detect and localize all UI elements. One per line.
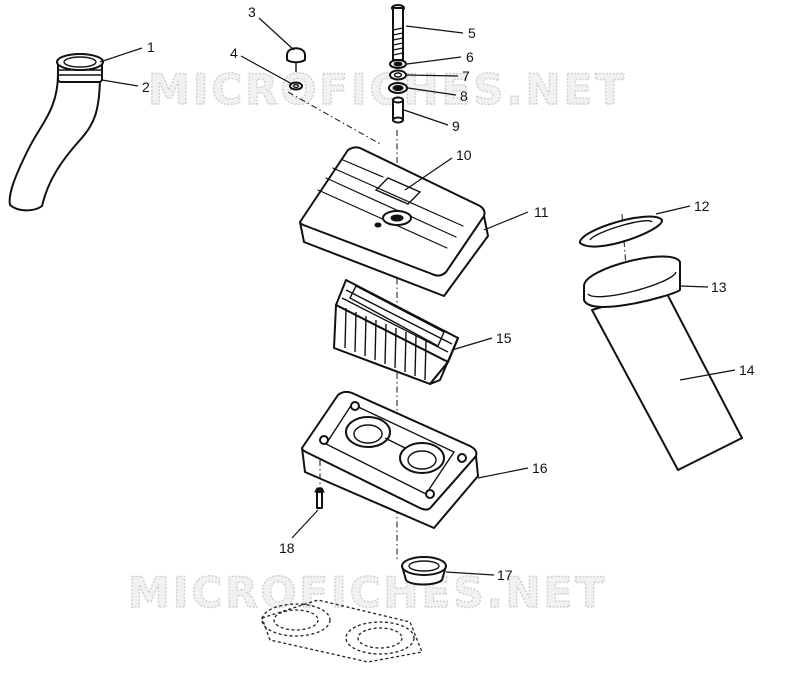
callout-1: 1 [147, 39, 155, 55]
spacer [392, 96, 404, 124]
filter-element [333, 279, 459, 385]
seal-ring [401, 556, 447, 586]
knob [286, 47, 306, 72]
washer-small [289, 81, 303, 91]
callout-11: 11 [534, 204, 549, 220]
callout-9: 9 [452, 118, 460, 134]
callout-13: 13 [711, 279, 727, 295]
centerline-cover-left [287, 91, 383, 146]
callout-10: 10 [456, 147, 472, 163]
callout-8: 8 [460, 88, 468, 104]
airbox-base [301, 390, 479, 529]
grommet-8 [388, 82, 408, 94]
watermark-top: MICROFICHES.NET [148, 65, 627, 114]
callout-3: 3 [248, 4, 256, 20]
washer-7 [389, 69, 407, 81]
callout-2: 2 [142, 79, 150, 95]
washer-6 [389, 59, 407, 69]
callout-4: 4 [230, 45, 238, 61]
phantom-reed-assembly [261, 599, 423, 663]
callout-17: 17 [497, 567, 513, 583]
callout-18: 18 [279, 540, 295, 556]
callout-6: 6 [466, 49, 474, 65]
callout-14: 14 [739, 362, 755, 378]
watermark-bottom: MICROFICHES.NET [128, 568, 607, 617]
intake-hose [8, 53, 104, 212]
callout-15: 15 [496, 330, 512, 346]
screw [314, 460, 325, 509]
airbox-cover [299, 146, 489, 297]
callouts: 1 2 3 4 5 6 7 8 9 10 11 12 13 14 15 16 1… [142, 4, 755, 583]
bolt [391, 4, 405, 61]
intake-duct [579, 215, 743, 471]
callout-5: 5 [468, 25, 476, 41]
callout-12: 12 [694, 198, 710, 214]
leader-lines [99, 17, 736, 576]
callout-16: 16 [532, 460, 548, 476]
callout-7: 7 [462, 68, 470, 84]
